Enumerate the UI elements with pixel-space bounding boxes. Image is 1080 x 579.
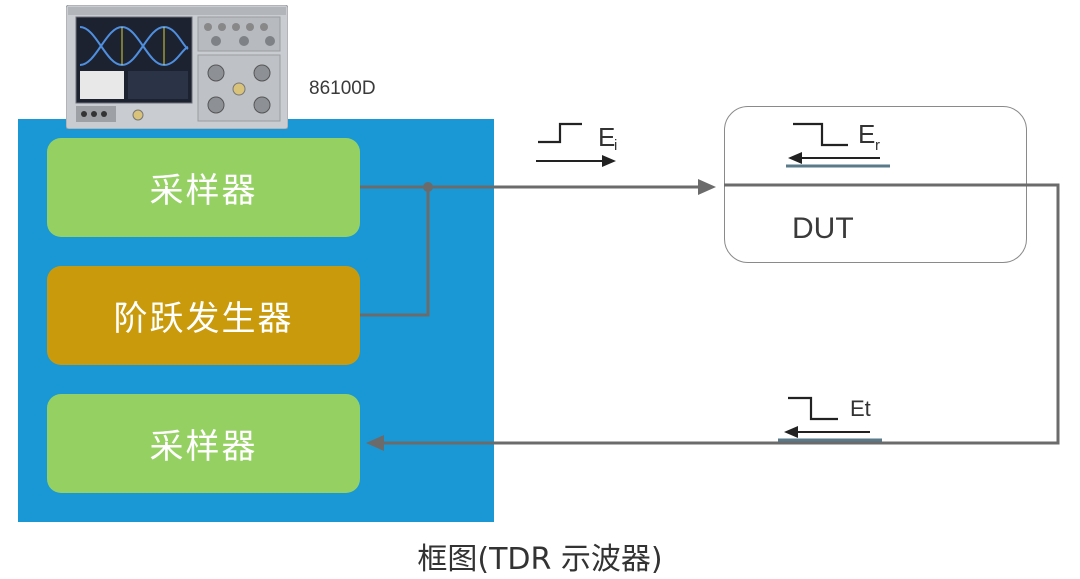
sampler-block-bottom: 采样器 — [47, 394, 360, 493]
svg-text:Et: Et — [850, 396, 871, 421]
oscilloscope-model-label: 86100D — [309, 78, 376, 99]
oscilloscope-image — [66, 5, 288, 129]
svg-text:i: i — [614, 137, 617, 154]
junction-dot — [423, 182, 433, 192]
sampler-block-top: 采样器 — [47, 138, 360, 237]
dut-input-arrowhead — [698, 179, 716, 195]
dut-label: DUT — [792, 212, 854, 245]
step-generator-block: 阶跃发生器 — [47, 266, 360, 365]
step-generator-line — [360, 187, 430, 317]
transmitted-signal: Et — [778, 396, 882, 442]
reflected-signal: E r — [786, 119, 890, 168]
svg-text:E: E — [598, 122, 615, 152]
svg-text:r: r — [875, 137, 880, 154]
svg-text:E: E — [858, 119, 875, 149]
return-arrowhead — [366, 435, 384, 451]
figure-caption: 框图(TDR 示波器) — [417, 542, 663, 577]
return-line — [372, 183, 1060, 445]
incident-signal: E i — [536, 122, 617, 167]
